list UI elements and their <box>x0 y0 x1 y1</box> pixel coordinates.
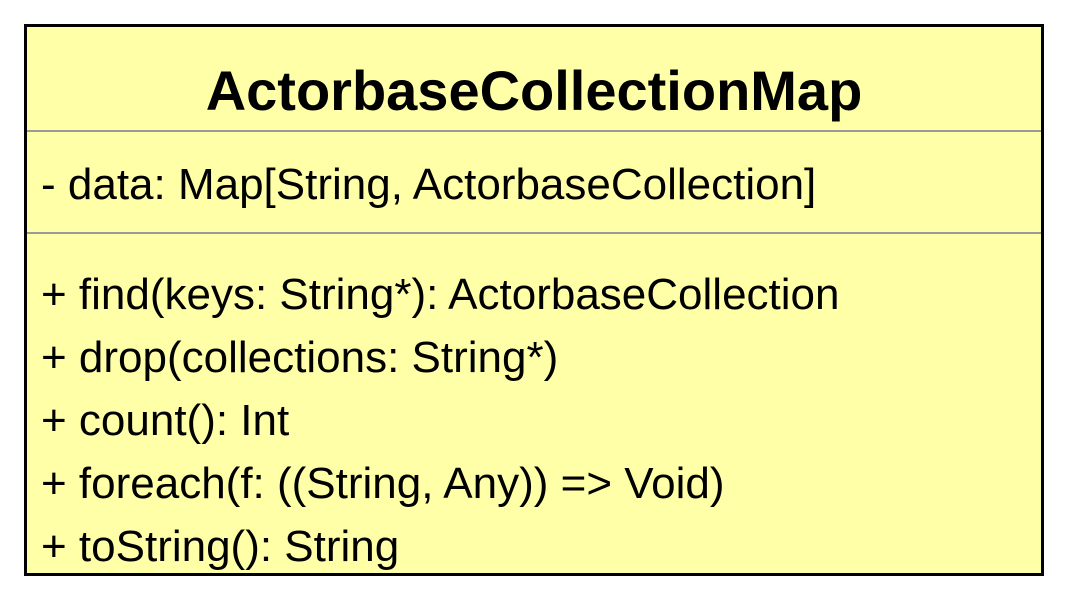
attributes-operations-divider <box>27 232 1041 234</box>
operation-tostring: + toString(): String <box>41 522 400 571</box>
uml-class-box: ActorbaseCollectionMap - data: Map[Strin… <box>24 24 1044 576</box>
operations-list: + find(keys: String*): ActorbaseCollecti… <box>41 263 840 578</box>
operation-foreach: + foreach(f: ((String, Any)) => Void) <box>41 459 725 508</box>
attribute-data: - data: Map[String, ActorbaseCollection] <box>41 160 817 209</box>
operation-count: + count(): Int <box>41 396 290 445</box>
operation-find: + find(keys: String*): ActorbaseCollecti… <box>41 270 840 319</box>
name-attributes-divider <box>27 130 1041 132</box>
class-name: ActorbaseCollectionMap <box>205 59 863 122</box>
operation-drop: + drop(collections: String*) <box>41 333 559 382</box>
